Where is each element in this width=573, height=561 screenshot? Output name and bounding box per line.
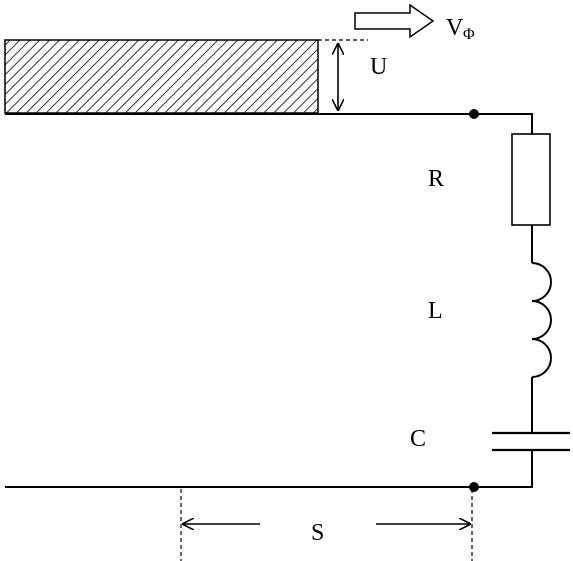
velocity-block-arrow [354, 3, 435, 39]
velocity-label: V [446, 15, 464, 41]
resistor-label: R [428, 166, 444, 192]
capacitor-label: C [410, 426, 426, 452]
upper-node-dot [469, 109, 479, 119]
wire-capacitor-to-ground [474, 450, 533, 488]
distance-label: S [311, 520, 324, 546]
inductor-symbol [531, 262, 552, 378]
upper-right-wire [474, 113, 533, 134]
velocity-subscript: Φ [463, 26, 475, 43]
resistor-symbol [511, 133, 551, 226]
hatched-wave-region [4, 39, 319, 114]
inductor-label: L [428, 298, 443, 324]
voltage-label: U [370, 54, 387, 80]
